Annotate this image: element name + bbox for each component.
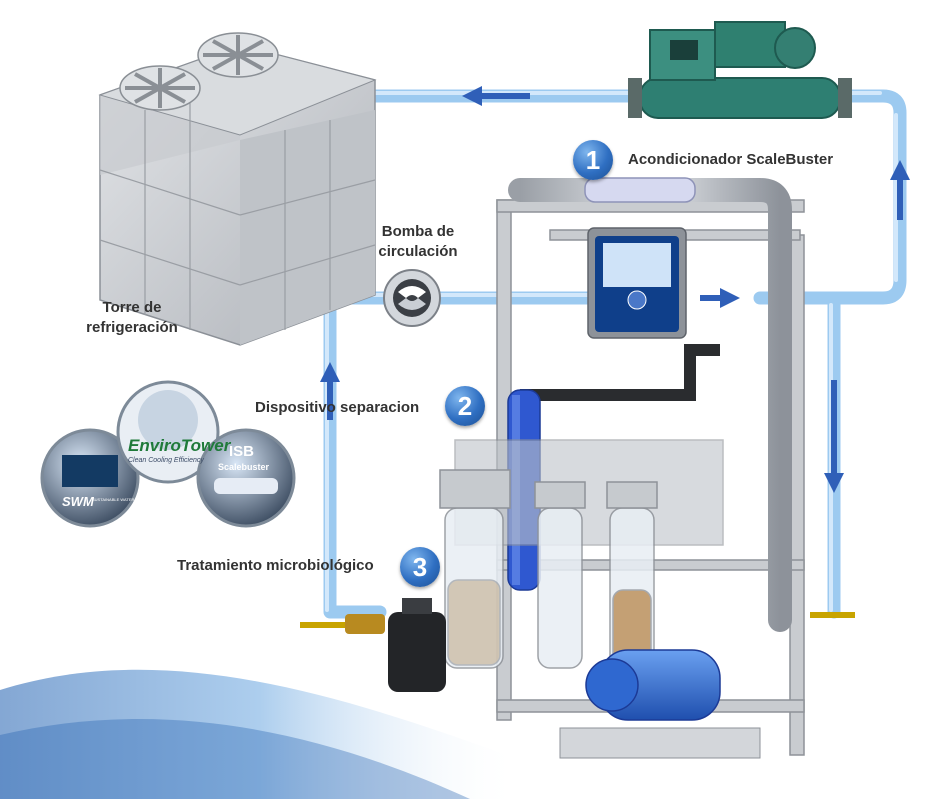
cooling-tower-graphic [98,32,377,346]
strainer-graphic [300,598,855,692]
conditioner-label: Acondicionador ScaleBuster [628,151,834,168]
swm-tagline: SUSTAINABLE WATER MANAGER [92,497,156,502]
black-pipe [520,344,720,401]
pump-label: Bomba de circulación [378,223,458,260]
micro-treatment-label: Tratamiento microbiológico [177,557,374,574]
filter-housings-graphic [439,439,724,684]
swm-control-panel-graphic [587,227,687,339]
scalebuster-logo-text: Scalebuster [218,462,270,472]
scalebuster-badge-graphic [196,428,296,528]
envirotower-logo-text: EnviroTower [128,436,231,455]
envirotower-badge-graphic [116,380,220,484]
background-swoosh [0,718,470,799]
cooling-tower-label: Torre de refrigeración [86,299,178,336]
isb-logo-text: ISB [229,443,255,460]
swm-logo-text: SWM [62,494,94,509]
skid-pump-graphic [559,649,761,759]
background-swoosh [0,669,520,799]
step-2-badge: 2 [445,386,485,426]
scalebuster-tube [584,177,696,203]
envirotower-tagline: Clean Cooling Efficiency [128,457,204,464]
chiller-graphic [628,21,852,119]
swm-badge-graphic [40,428,140,528]
circulation-pump-icon [383,269,441,327]
step-3-badge: 3 [400,547,440,587]
step-1-badge: 1 [573,140,613,180]
separator-label: Dispositivo separacion [255,399,420,416]
